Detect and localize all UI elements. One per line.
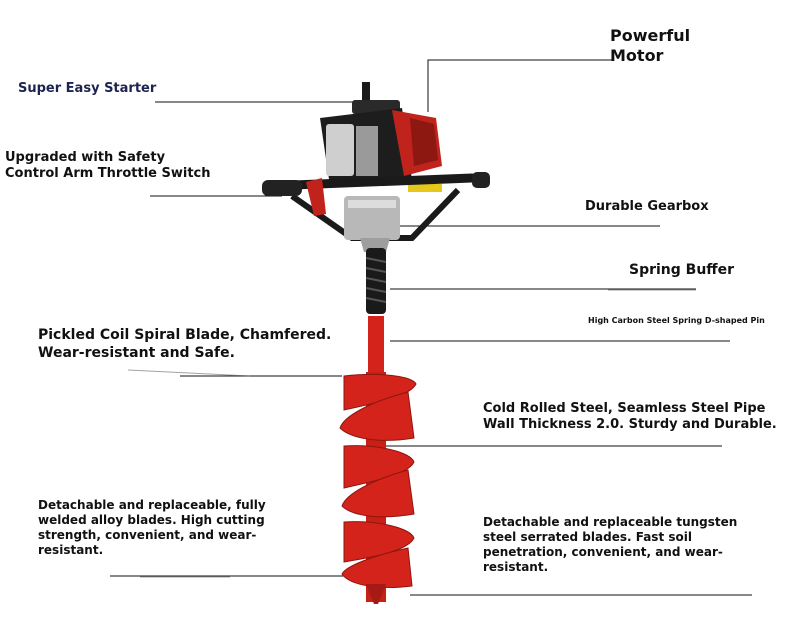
leader-lines xyxy=(110,59,752,596)
tungsten-blade-label: Detachable and replaceable tungsten stee… xyxy=(483,515,738,574)
throttle-switch-icon xyxy=(306,178,326,216)
left-grip-icon xyxy=(262,180,302,196)
d-pin-label: High Carbon Steel Spring D-shaped Pin xyxy=(588,316,765,325)
spiral-blade-label: Pickled Coil Spiral Blade, Chamfered. We… xyxy=(38,327,332,361)
motor-leader-line xyxy=(427,59,612,112)
leader-shadows xyxy=(127,289,696,578)
starter-label: Super Easy Starter xyxy=(18,81,157,96)
motor-label: Powerful Motor xyxy=(610,26,691,65)
spring-buffer-label: Spring Buffer xyxy=(629,262,735,278)
throttle-label: Upgraded with Safety Control Arm Throttl… xyxy=(5,150,211,182)
alloy-blade-label: Detachable and replaceable, fully welded… xyxy=(38,498,266,557)
steel-pipe-label: Cold Rolled Steel, Seamless Steel Pipe W… xyxy=(483,401,777,433)
auger-tip-icon xyxy=(366,584,386,604)
engine-assembly xyxy=(262,82,490,333)
starter-handle-icon xyxy=(362,82,370,104)
handle-bar-icon xyxy=(263,173,477,191)
auger-assembly xyxy=(339,316,417,604)
gearbox-label: Durable Gearbox xyxy=(585,199,709,214)
spiral-blade-icon xyxy=(339,373,417,588)
right-grip-icon xyxy=(472,172,490,188)
